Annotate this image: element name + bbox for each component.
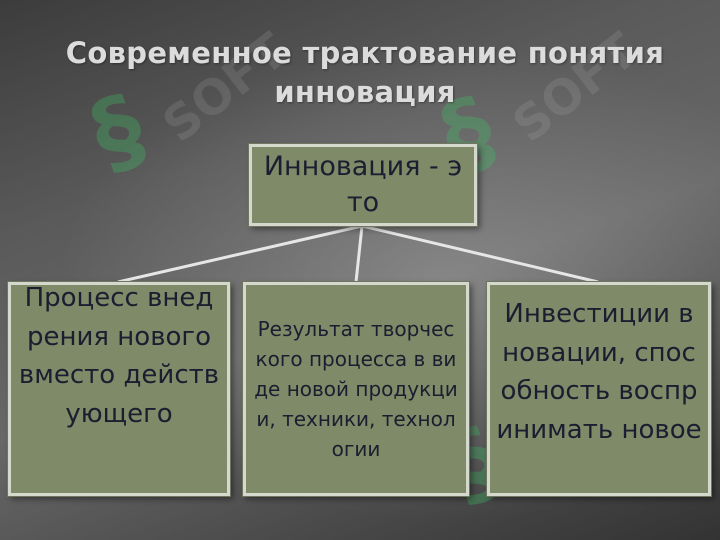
- child-box-process: Процесс внедрения нового вместо действую…: [8, 282, 230, 496]
- root-box-text: Инновация - это: [263, 151, 463, 218]
- child-box-result: Результат творческого процесса в виде но…: [243, 282, 469, 496]
- connector-line-middle: [354, 225, 364, 283]
- root-box: Инновация - это: [249, 144, 477, 226]
- child-box-process-text: Процесс внедрения нового вместо действую…: [18, 283, 220, 429]
- slide-title-line-1: Современное трактование понятия: [65, 36, 665, 70]
- slide-title-line-2: инновация: [274, 75, 456, 109]
- child-box-investment-text: Инвестиции в новации, способность воспри…: [496, 299, 702, 445]
- connector-line-left: [117, 224, 363, 284]
- slide-title: Современное трактование понятия инноваци…: [40, 34, 690, 112]
- child-box-investment: Инвестиции в новации, способность воспри…: [487, 282, 711, 496]
- connector-line-right: [361, 224, 599, 284]
- child-box-result-text: Результат творческого процесса в виде но…: [254, 317, 458, 461]
